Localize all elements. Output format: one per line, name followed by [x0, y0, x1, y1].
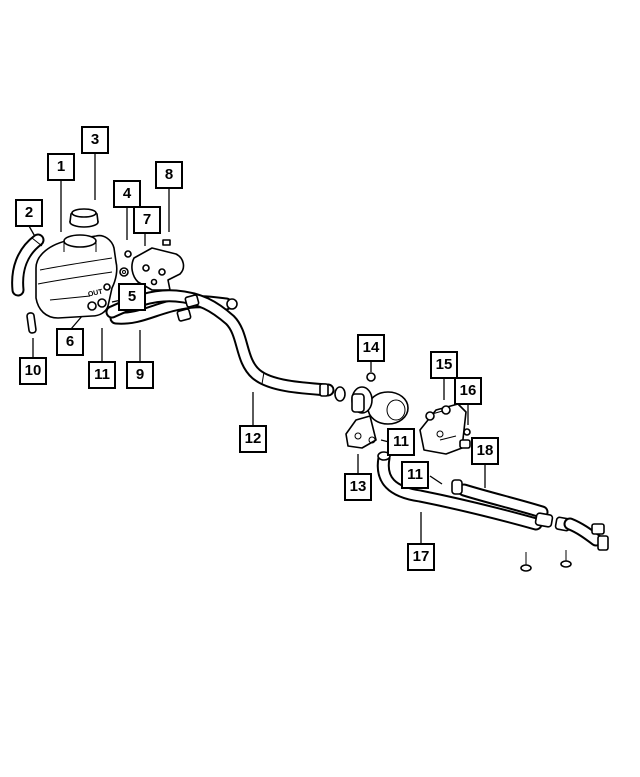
- callout-2: 2: [15, 199, 43, 227]
- callout-17: 17: [407, 543, 435, 571]
- callout-15: 15: [430, 351, 458, 379]
- callout-11-clamp-pump: 11: [387, 428, 415, 456]
- callout-9: 9: [126, 361, 154, 389]
- hose-2: [11, 233, 45, 297]
- callout-6: 6: [56, 328, 84, 356]
- leader-lines: [28, 153, 486, 543]
- callout-16: 16: [454, 377, 482, 405]
- bolt-8: [162, 239, 171, 246]
- callout-12: 12: [239, 425, 267, 453]
- callout-4: 4: [113, 180, 141, 208]
- callout-11-clamp-right: 11: [401, 461, 429, 489]
- reservoir-cap-3: [69, 208, 99, 228]
- hose-17: [376, 451, 543, 531]
- hose-12: [105, 289, 346, 402]
- auxiliary-pump-13: [345, 386, 409, 449]
- callout-5: 5: [118, 283, 146, 311]
- callout-18: 18: [471, 437, 499, 465]
- fastener-16: [463, 428, 471, 436]
- callout-1: 1: [47, 153, 75, 181]
- callout-3: 3: [81, 126, 109, 154]
- bolts-bottom: [520, 550, 572, 572]
- hose-18: [451, 479, 549, 519]
- bolt-4: [119, 250, 132, 277]
- mounting-bracket-7: [131, 247, 185, 291]
- callout-11-clamp-left: 11: [88, 361, 116, 389]
- callout-8: 8: [155, 161, 183, 189]
- clamp-10: [26, 312, 37, 334]
- callout-10: 10: [19, 357, 47, 385]
- hose-end-fittings: [534, 512, 609, 551]
- callout-7: 7: [133, 206, 161, 234]
- clamp-14: [366, 372, 376, 382]
- coolant-reservoir-1: [35, 234, 118, 319]
- callout-13: 13: [344, 473, 372, 501]
- callout-14: 14: [357, 334, 385, 362]
- heater-valve-15: [419, 403, 471, 455]
